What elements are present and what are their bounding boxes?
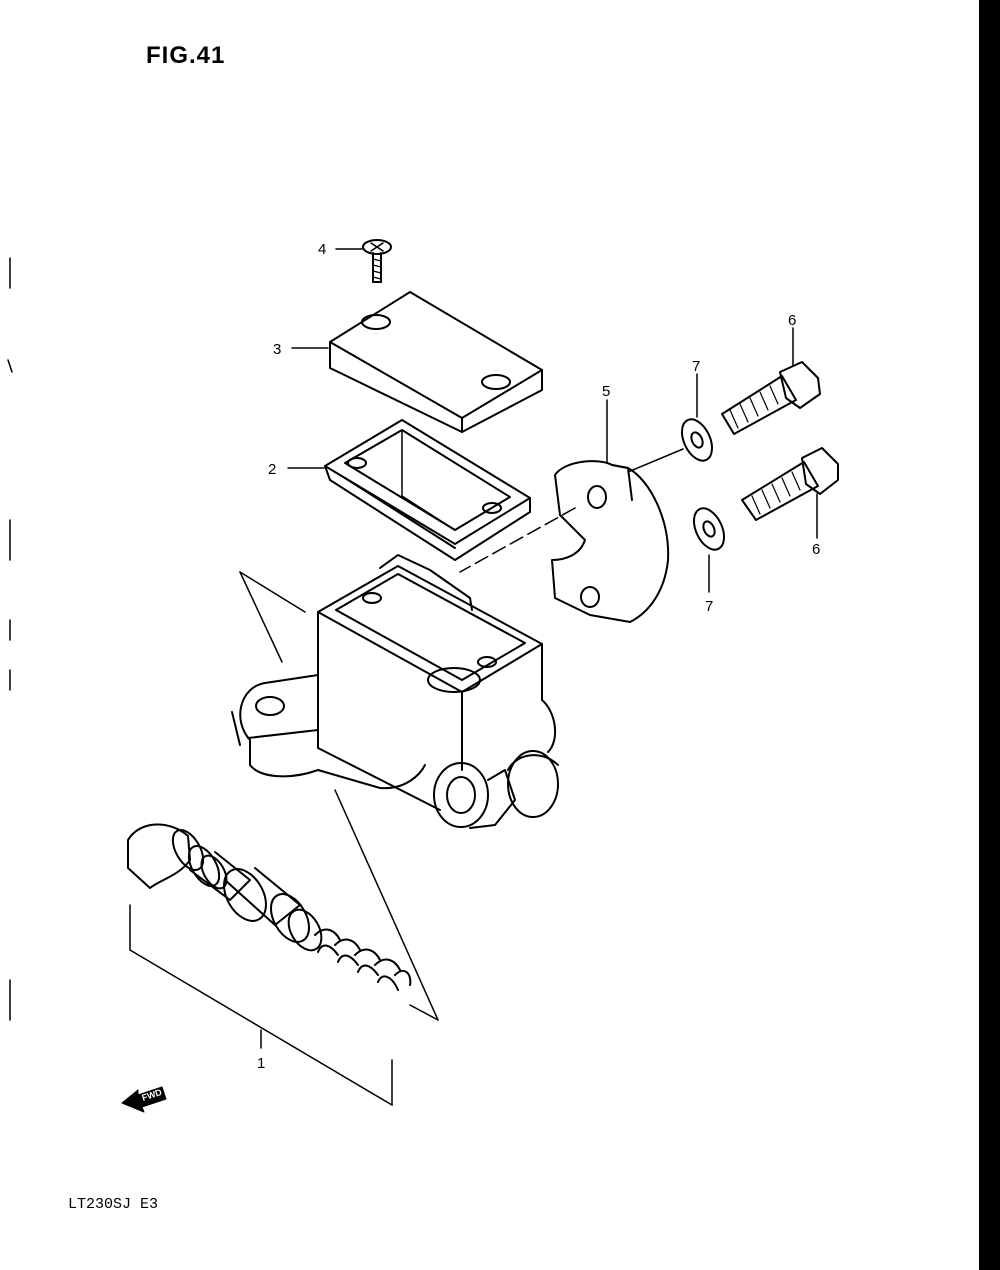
callout-7-upper: 7 — [692, 358, 700, 375]
callout-4: 4 — [318, 241, 326, 258]
page-edge-bar — [979, 0, 1000, 1270]
holder-bolt-upper-part — [721, 327, 821, 435]
assembly-guide-lines — [239, 448, 684, 1021]
callout-3: 3 — [273, 341, 281, 358]
callout-7-lower: 7 — [705, 598, 713, 615]
piston-set-part — [127, 823, 412, 1106]
scan-margin-marks — [7, 257, 13, 1021]
callout-2: 2 — [268, 461, 276, 478]
diaphragm-part — [287, 419, 531, 561]
callout-1: 1 — [257, 1055, 265, 1072]
washer-upper-part — [680, 373, 714, 462]
forward-arrow-icon: FWD — [121, 1086, 167, 1113]
callout-5: 5 — [602, 383, 610, 400]
callout-6-lower: 6 — [812, 541, 820, 558]
figure-title: FIG.41 — [146, 42, 226, 69]
holder-part — [551, 399, 670, 623]
holder-bolt-lower-part — [741, 447, 839, 539]
callout-6-upper: 6 — [788, 312, 796, 329]
reservoir-cap-part — [291, 291, 543, 433]
master-cylinder-body — [231, 554, 559, 829]
model-code: LT230SJ E3 — [68, 1196, 159, 1213]
cap-screw-part — [335, 239, 392, 283]
washer-lower-part — [692, 507, 726, 593]
